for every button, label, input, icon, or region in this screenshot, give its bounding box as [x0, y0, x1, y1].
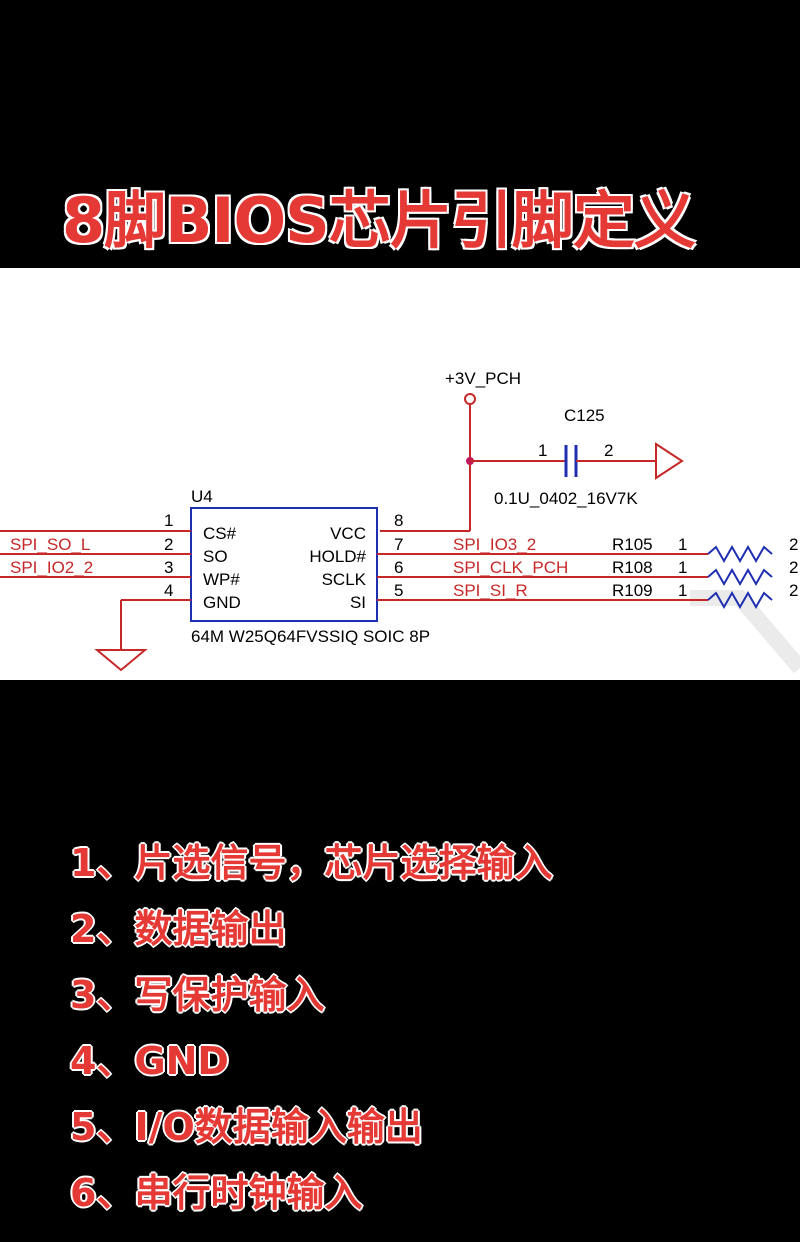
pin-description-1: 1、片选信号，芯片选择输入: [70, 841, 553, 885]
ground-symbol: [94, 649, 148, 672]
resistor-r108: [707, 567, 773, 587]
pin-description-6: 6、串行时钟输入: [70, 1171, 363, 1215]
pin2-number: 2: [164, 535, 173, 554]
r108-pin2: 2: [789, 558, 798, 577]
r109-ref: R109: [612, 581, 653, 600]
pin-description-3: 3、写保护输入: [70, 973, 325, 1017]
r105-ref: R105: [612, 535, 653, 554]
resistor-r109: [707, 590, 773, 610]
r105-pin2: 2: [789, 535, 798, 554]
pin3-name: WP#: [203, 570, 240, 589]
schematic-diagram: +3V_PCH C125 1 2 0.1U_0402_16V7K U4 64M …: [0, 268, 800, 680]
power-terminal: [464, 393, 476, 405]
ground-arrow-symbol: [655, 442, 684, 480]
net-label-spi-so: SPI_SO_L: [10, 535, 90, 554]
net-label-spi-io2: SPI_IO2_2: [10, 558, 93, 577]
chip-ref: U4: [191, 487, 213, 506]
pin-description-2: 2、数据输出: [70, 907, 287, 951]
cap-pin1: 1: [538, 441, 547, 460]
watermark-shape: [690, 590, 800, 674]
pin-description-5: 5、I/O数据输入输出: [70, 1105, 423, 1149]
pin2-name: SO: [203, 547, 228, 566]
pin1-number: 1: [164, 511, 173, 530]
pin8-name: VCC: [330, 524, 366, 543]
r105-pin1: 1: [678, 535, 687, 554]
pin7-number: 7: [394, 535, 403, 554]
pin8-number: 8: [394, 511, 403, 530]
cap-value: 0.1U_0402_16V7K: [494, 489, 638, 508]
r109-pin2: 2: [789, 581, 798, 600]
chip-body: [190, 507, 378, 622]
r108-pin1: 1: [678, 558, 687, 577]
net-label-spi-clk: SPI_CLK_PCH: [453, 558, 568, 577]
power-label: +3V_PCH: [445, 369, 521, 388]
pin1-name: CS#: [203, 524, 237, 543]
resistor-r105: [707, 544, 773, 564]
pin7-name: HOLD#: [309, 547, 366, 566]
pin-description-4: 4、GND: [70, 1039, 229, 1083]
chip-part-number: 64M W25Q64FVSSIQ SOIC 8P: [191, 627, 430, 646]
pin5-name: SI: [350, 593, 366, 612]
net-label-spi-io3: SPI_IO3_2: [453, 535, 536, 554]
pin-description-list: 1、片选信号，芯片选择输入 2、数据输出 3、写保护输入 4、GND 5、I/O…: [70, 835, 552, 1231]
page-title: 8脚BIOS芯片引脚定义: [62, 184, 696, 257]
pin4-number: 4: [164, 581, 173, 600]
r109-pin1: 1: [678, 581, 687, 600]
pin3-number: 3: [164, 558, 173, 577]
pin6-number: 6: [394, 558, 403, 577]
pin6-name: SCLK: [322, 570, 367, 589]
schematic-svg: +3V_PCH C125 1 2 0.1U_0402_16V7K U4 64M …: [0, 369, 800, 674]
net-label-spi-si: SPI_SI_R: [453, 581, 528, 600]
r108-ref: R108: [612, 558, 653, 577]
cap-ref: C125: [564, 406, 605, 425]
cap-pin2: 2: [604, 441, 613, 460]
pin4-name: GND: [203, 593, 241, 612]
pin5-number: 5: [394, 581, 403, 600]
